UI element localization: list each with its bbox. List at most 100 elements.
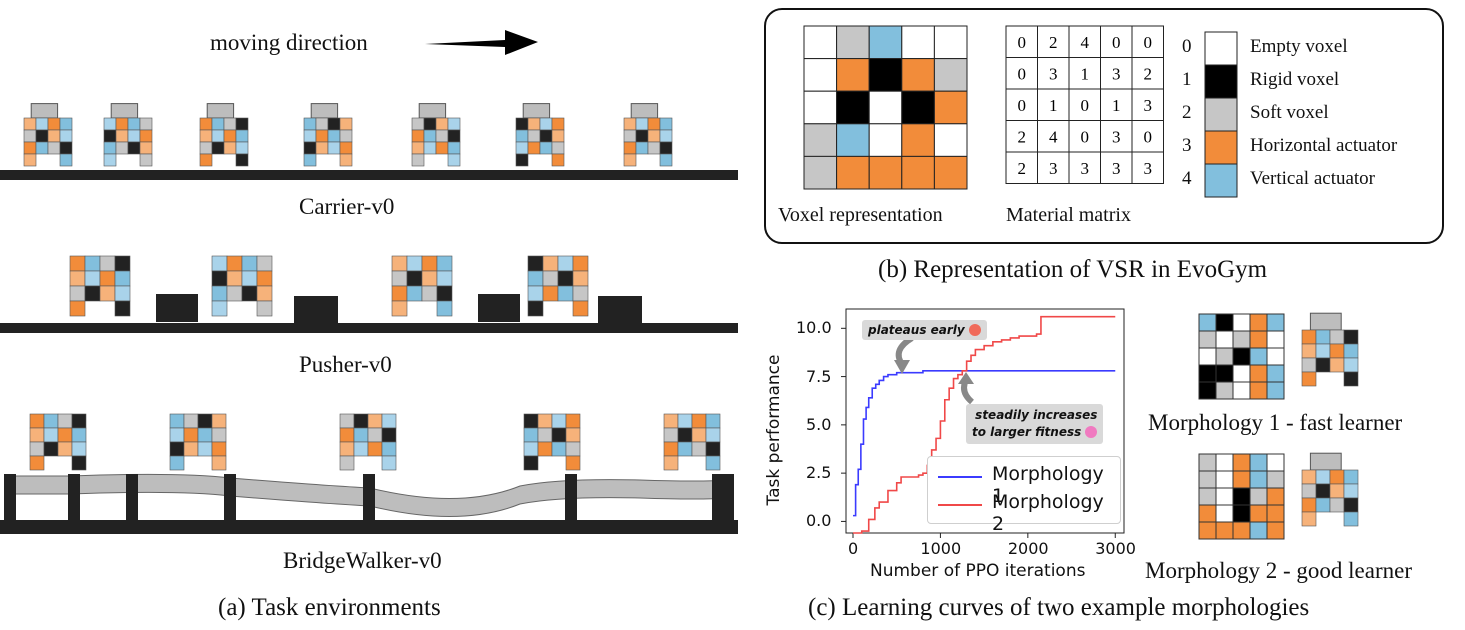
matrix-cell [1037, 120, 1070, 153]
matrix-value: 2 [1018, 159, 1027, 178]
matrix-value: 0 [1018, 33, 1027, 52]
pusher-box [598, 296, 642, 323]
morph1-cell [1266, 381, 1285, 400]
bridgewalker-robot [339, 413, 397, 471]
matrix-cell [1005, 57, 1038, 90]
bridge-post [363, 474, 375, 534]
morph2-cell [1215, 487, 1234, 506]
voxel-cell [836, 90, 870, 125]
legend-label: Horizontal actuator [1250, 135, 1398, 156]
morph1-cell [1215, 330, 1234, 349]
morph1-cell [1198, 364, 1217, 383]
matrix-cell [1100, 57, 1133, 90]
morph1-cell [1249, 313, 1268, 332]
morph1-cell [1215, 381, 1234, 400]
matrix-value: 0 [1018, 96, 1027, 115]
morph1-cell [1198, 347, 1217, 366]
pusher-robot [391, 255, 453, 317]
x-tick-label: 2000 [1007, 539, 1049, 558]
morph1-cell [1232, 364, 1251, 383]
pusher-robot [527, 255, 589, 317]
morph2-cell [1249, 470, 1268, 489]
matrix-value: 3 [1112, 127, 1121, 146]
legend-code: 4 [1182, 168, 1192, 189]
matrix-value: 1 [1049, 96, 1058, 115]
y-tick-label: 10.0 [796, 318, 832, 338]
panel-a-caption: (a) Task environments [218, 594, 441, 621]
annotation-plateaus: plateaus early [862, 320, 987, 340]
morph1-cell [1266, 313, 1285, 332]
x-tick-label: 1000 [920, 539, 962, 558]
legend-swatch [1204, 64, 1238, 99]
voxel-cell [933, 123, 968, 157]
matrix-value: 1 [1112, 96, 1121, 115]
direction-arrow-icon [425, 30, 538, 55]
morph2-cell [1266, 470, 1285, 489]
morph1-cell [1266, 330, 1285, 349]
matrix-cell [1005, 88, 1038, 121]
bridgewalker-robot [29, 413, 87, 471]
legend-label: Vertical actuator [1250, 168, 1376, 189]
morph2-cell [1215, 470, 1234, 489]
carrier-robot [199, 103, 249, 167]
morph2-cell [1232, 504, 1251, 523]
morph1-cell [1249, 330, 1268, 349]
pusher-box [156, 294, 198, 322]
morph2-cell [1266, 487, 1285, 506]
legend-swatch-morph2 [938, 504, 982, 506]
morph2-cell [1266, 504, 1285, 523]
bridge-post [4, 474, 16, 534]
x-tick-label: 3000 [1095, 539, 1136, 558]
morph1-cell [1215, 313, 1234, 332]
legend-label: Soft voxel [1250, 102, 1329, 123]
y-tick-label: 7.5 [806, 366, 832, 386]
matrix-cell [1100, 151, 1133, 184]
matrix-cell [1068, 151, 1101, 184]
pusher-robot [69, 255, 131, 317]
series-line-morphology-2 [852, 315, 1116, 534]
morph2-cell [1198, 504, 1217, 523]
matrix-cell [1100, 25, 1133, 58]
morph1-cell [1198, 313, 1217, 332]
env-bridgewalker-label: BridgeWalker-v0 [283, 548, 442, 573]
pusher-box [294, 296, 338, 323]
morph1-cell [1249, 364, 1268, 383]
morph2-cell [1215, 453, 1234, 472]
y-axis-label: Task performance [764, 354, 784, 506]
matrix-value: 0 [1144, 127, 1153, 146]
carrier-ground [0, 170, 738, 180]
legend-code: 0 [1182, 36, 1192, 57]
morph2-cell [1232, 470, 1251, 489]
morph1-cell [1232, 347, 1251, 366]
legend-label-morph1: Morphology 1 [992, 463, 1104, 507]
panel-c-caption: (c) Learning curves of two example morph… [808, 594, 1310, 621]
matrix-cell [1037, 25, 1070, 58]
matrix-cell [1068, 57, 1101, 90]
carrier-robot [23, 103, 73, 167]
morph1-cell [1198, 381, 1217, 400]
morph1-cell [1249, 381, 1268, 400]
voxel-cell [803, 155, 838, 190]
pusher-robot [211, 255, 273, 317]
bridge-post [126, 474, 138, 534]
legend-label: Empty voxel [1250, 36, 1348, 57]
series-line-morphology-1 [852, 369, 1116, 517]
morph2-cell [1232, 487, 1251, 506]
carrier-robot [103, 103, 153, 167]
voxel-cell [933, 155, 968, 190]
morph1-cell [1249, 347, 1268, 366]
plot-area-frame [845, 308, 1125, 534]
matrix-cell [1005, 25, 1038, 58]
sad-face-icon [968, 324, 981, 336]
panel-b-frame [764, 8, 1444, 244]
happy-face-icon [1085, 426, 1098, 438]
y-tick-label: 0.0 [806, 511, 832, 531]
legend-swatch [1204, 31, 1238, 66]
voxel-cell [933, 90, 968, 125]
bridgewalker-robot [169, 413, 227, 471]
annotation-arrowhead-1 [894, 360, 910, 374]
panel-b-caption: (b) Representation of VSR in EvoGym [878, 256, 1268, 283]
matrix-cell [1131, 151, 1164, 184]
y-tick-label: 5.0 [806, 414, 832, 434]
